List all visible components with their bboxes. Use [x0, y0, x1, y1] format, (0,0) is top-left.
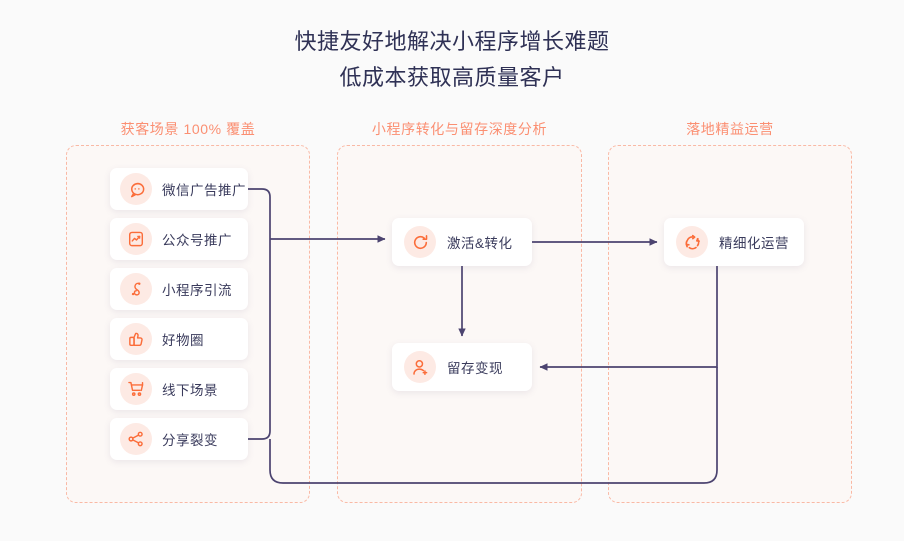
column-title-acquisition: 获客场景 100% 覆盖 — [120, 121, 256, 137]
column-title-conversion: 小程序转化与留存深度分析 — [371, 121, 548, 137]
refresh-cycle-icon — [404, 226, 436, 258]
card-label: 留存变现 — [447, 361, 503, 376]
card-official-account[interactable]: 公众号推广 — [110, 218, 248, 260]
card-share-fission[interactable]: 分享裂变 — [110, 418, 248, 460]
card-refined-operation[interactable]: 精细化运营 — [664, 218, 804, 266]
card-haowuquan[interactable]: 好物圈 — [110, 318, 248, 360]
column-container-operation — [608, 145, 852, 503]
card-label: 小程序引流 — [162, 283, 232, 298]
card-activation-conversion[interactable]: 激活&转化 — [392, 218, 532, 266]
card-label: 分享裂变 — [162, 433, 218, 448]
card-label: 激活&转化 — [447, 236, 513, 251]
miniprogram-icon — [120, 273, 152, 305]
column-title-operation: 落地精益运营 — [686, 121, 774, 137]
recycle-cycle-icon — [676, 226, 708, 258]
column-container-conversion — [337, 145, 582, 503]
card-miniprogram-traffic[interactable]: 小程序引流 — [110, 268, 248, 310]
shopping-cart-icon — [120, 373, 152, 405]
card-label: 公众号推广 — [162, 233, 232, 248]
card-label: 精细化运营 — [719, 236, 789, 251]
thumbs-up-icon — [120, 323, 152, 355]
page-title: 快捷友好地解决小程序增长难题 低成本获取高质量客户 — [0, 24, 904, 96]
card-wechat-ads[interactable]: 微信广告推广 — [110, 168, 248, 210]
card-retention-monetization[interactable]: 留存变现 — [392, 343, 532, 391]
page-title-line-2: 低成本获取高质量客户 — [339, 65, 565, 90]
card-label: 线下场景 — [162, 383, 218, 398]
card-label: 微信广告推广 — [162, 183, 246, 198]
card-offline-scene[interactable]: 线下场景 — [110, 368, 248, 410]
chat-bubble-icon — [120, 173, 152, 205]
card-label: 好物圈 — [162, 333, 204, 348]
user-plus-icon — [404, 351, 436, 383]
page-title-line-1: 快捷友好地解决小程序增长难题 — [294, 29, 610, 54]
share-nodes-icon — [120, 423, 152, 455]
report-chart-icon — [120, 223, 152, 255]
